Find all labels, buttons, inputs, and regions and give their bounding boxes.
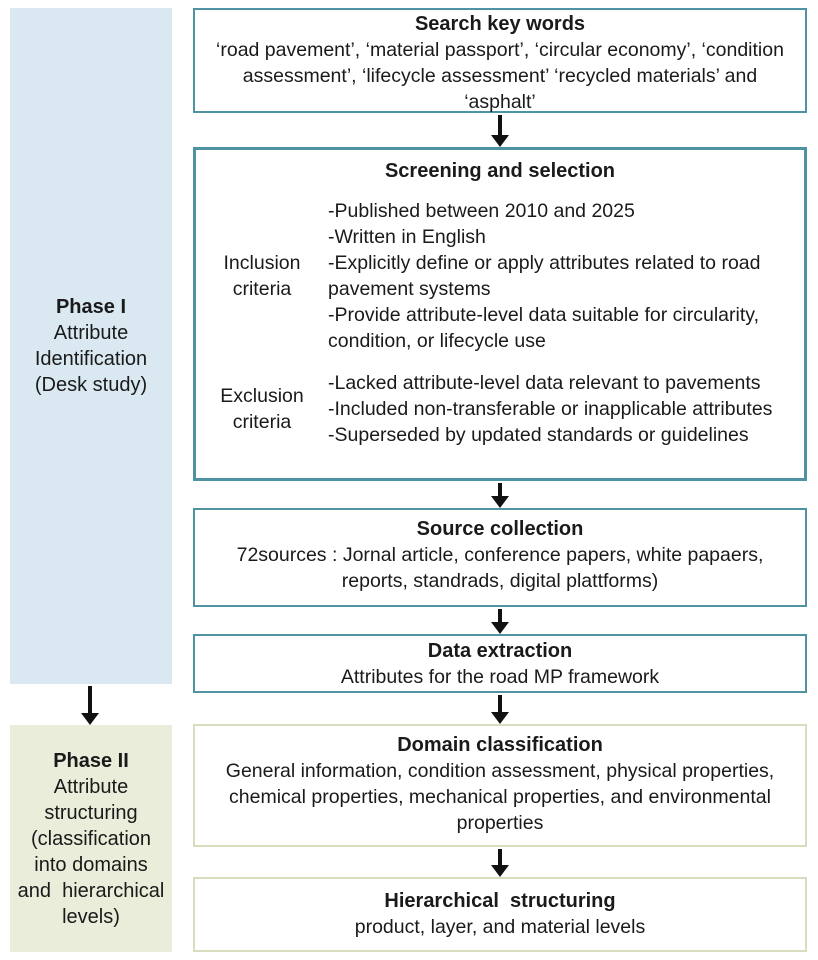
hierarchical-structuring-body: product, layer, and material levels — [354, 916, 646, 938]
exclusion-item: -Included non-transferable or inapplicab… — [328, 398, 773, 420]
data-extraction-box: Data extraction Attributes for the road … — [193, 634, 807, 693]
arrow-shaft — [498, 849, 502, 865]
inclusion-criteria-group: Inclusion criteria -Published between 20… — [196, 198, 804, 354]
inclusion-item: -Published between 2010 and 2025 — [328, 200, 635, 222]
phase1-line: (Desk study) — [34, 374, 148, 396]
phase2-line: Attribute — [53, 775, 129, 798]
domain-classification-title: Domain classification — [397, 734, 603, 756]
arrow-head-icon — [491, 865, 509, 877]
arrow-screening-to-source — [490, 483, 510, 508]
source-collection-body: 72sources : Jornal article, conference p… — [236, 544, 764, 592]
phase1-title: Phase I — [55, 296, 127, 318]
data-extraction-body: Attributes for the road MP framework — [340, 666, 660, 688]
phase2-line: levels) — [62, 905, 120, 928]
arrow-head-icon — [81, 713, 99, 725]
arrow-search-to-screening — [490, 115, 510, 147]
inclusion-criteria-label: Inclusion criteria — [223, 252, 301, 300]
arrow-source-to-extraction — [490, 609, 510, 634]
hierarchical-structuring-box: Hierarchical structuring product, layer,… — [193, 877, 807, 952]
arrow-shaft — [498, 609, 502, 622]
exclusion-criteria-items: -Lacked attribute-level data relevant to… — [328, 370, 793, 448]
search-keywords-box: Search key words ‘road pavement’, ‘mater… — [193, 8, 807, 113]
arrow-head-icon — [491, 712, 509, 724]
phase1-line: Identification — [34, 348, 148, 370]
phase1-box: Phase I Attribute Identification (Desk s… — [10, 8, 172, 684]
source-collection-box: Source collection 72sources : Jornal art… — [193, 508, 807, 607]
screening-title: Screening and selection — [384, 160, 616, 182]
source-collection-title: Source collection — [416, 518, 584, 540]
domain-classification-body: General information, condition assessmen… — [225, 760, 775, 834]
data-extraction-title: Data extraction — [427, 640, 573, 662]
inclusion-item: -Written in English — [328, 226, 486, 248]
exclusion-criteria-group: Exclusion criteria -Lacked attribute-lev… — [196, 370, 804, 448]
arrow-shaft — [498, 483, 502, 496]
domain-classification-box: Domain classification General informatio… — [193, 724, 807, 847]
arrow-shaft — [498, 115, 502, 135]
phase2-line: and hierarchical — [17, 879, 165, 902]
phase2-title: Phase II — [53, 749, 129, 772]
inclusion-item: -Explicitly define or apply attributes r… — [328, 252, 761, 300]
phase2-line: (classification — [30, 827, 152, 850]
arrow-domain-to-hierarchy — [490, 849, 510, 877]
exclusion-item: -Lacked attribute-level data relevant to… — [328, 372, 761, 394]
search-keywords-body: ‘road pavement’, ‘material passport’, ‘c… — [216, 39, 784, 113]
phase1-line: Attribute — [53, 322, 129, 344]
arrow-shaft — [498, 695, 502, 712]
search-keywords-title: Search key words — [414, 13, 586, 35]
phase2-line: into domains — [34, 853, 148, 876]
arrow-head-icon — [491, 135, 509, 147]
exclusion-criteria-label: Exclusion criteria — [220, 385, 304, 433]
phase2-box: Phase II Attribute structuring (classifi… — [10, 725, 172, 952]
arrow-extraction-to-domain — [490, 695, 510, 724]
arrow-phase1-to-phase2 — [80, 686, 100, 725]
screening-selection-box: Screening and selection Inclusion criter… — [193, 147, 807, 481]
arrow-shaft — [88, 686, 92, 713]
arrow-head-icon — [491, 496, 509, 508]
exclusion-item: -Superseded by updated standards or guid… — [328, 424, 749, 446]
inclusion-criteria-items: -Published between 2010 and 2025 -Writte… — [328, 198, 793, 354]
arrow-head-icon — [491, 622, 509, 634]
hierarchical-structuring-title: Hierarchical structuring — [384, 890, 616, 912]
phase2-line: structuring — [44, 801, 138, 824]
inclusion-item: -Provide attribute-level data suitable f… — [328, 304, 759, 352]
